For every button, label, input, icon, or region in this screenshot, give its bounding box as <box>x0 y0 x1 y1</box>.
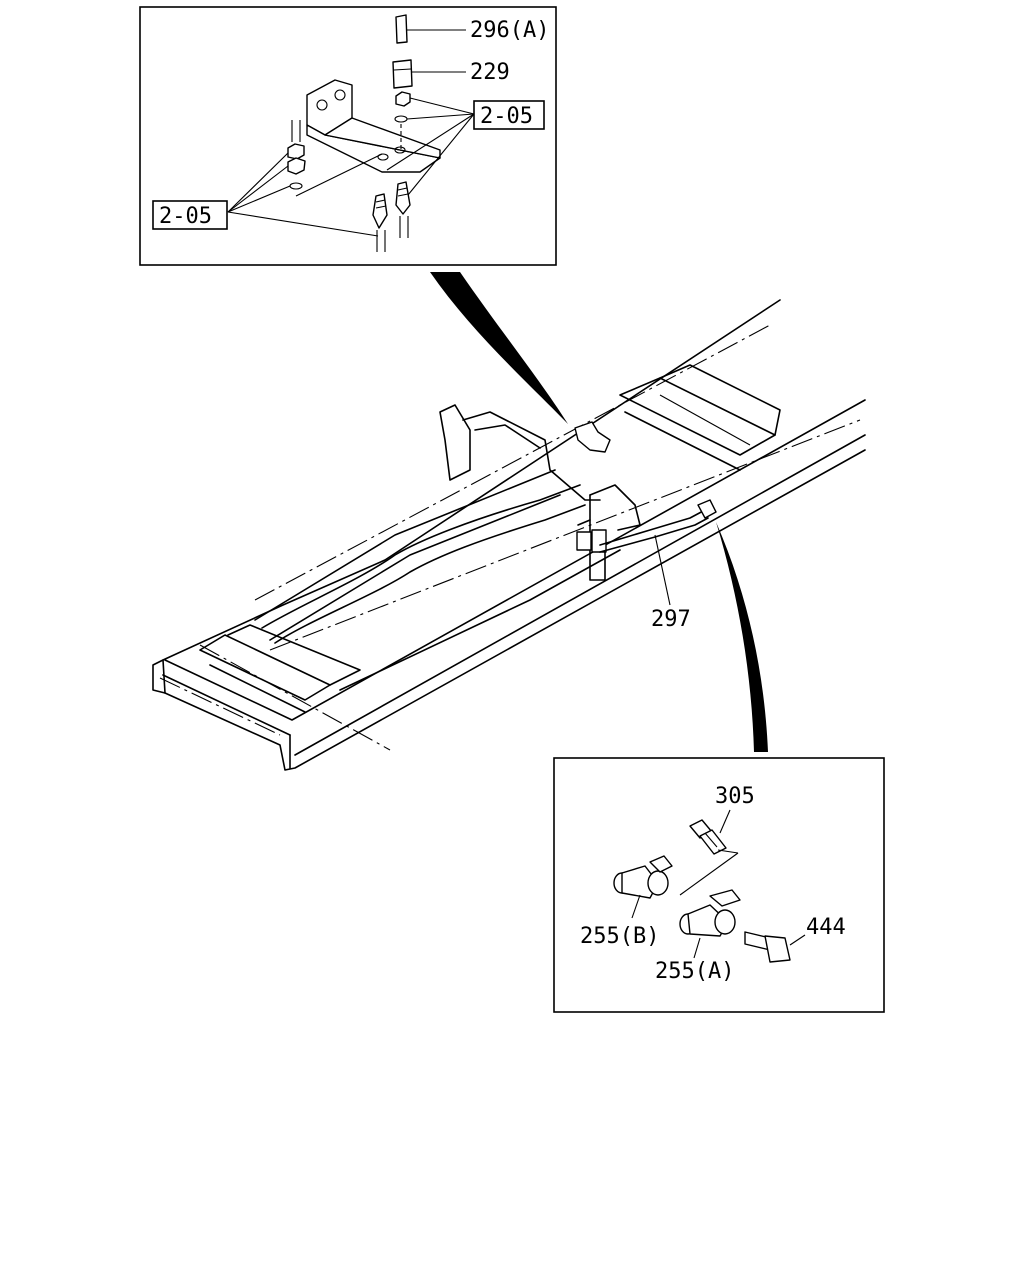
label-255a: 255(A) <box>655 959 734 984</box>
connector-229 <box>392 59 466 89</box>
pipe-296a <box>395 14 466 44</box>
label-2-05-top-left: 2-05 <box>159 204 212 229</box>
callout-pointer-bottom <box>716 522 768 752</box>
union-255b <box>613 855 673 919</box>
label-305: 305 <box>715 784 755 809</box>
union-255a <box>679 889 741 959</box>
mounting-bracket <box>306 79 441 173</box>
callout-pointer-top <box>430 272 568 424</box>
stud-lower-right <box>395 181 411 238</box>
label-229: 229 <box>470 60 510 85</box>
stud-column-left <box>287 120 306 190</box>
bolt-444 <box>744 931 806 963</box>
callout-labels: 296(A) 229 2-05 2-05 297 305 255(B) 255(… <box>159 18 846 984</box>
label-255b: 255(B) <box>580 924 659 949</box>
label-296a: 296(A) <box>470 18 549 43</box>
label-297: 297 <box>651 607 691 632</box>
detail-inset-top <box>139 6 557 266</box>
chassis-frame <box>152 299 866 771</box>
label-444: 444 <box>806 915 846 940</box>
label-2-05-top-right: 2-05 <box>480 104 533 129</box>
stud-lower-left <box>372 193 388 252</box>
connector-305 <box>679 809 739 896</box>
detail-inset-bottom <box>553 757 885 1013</box>
